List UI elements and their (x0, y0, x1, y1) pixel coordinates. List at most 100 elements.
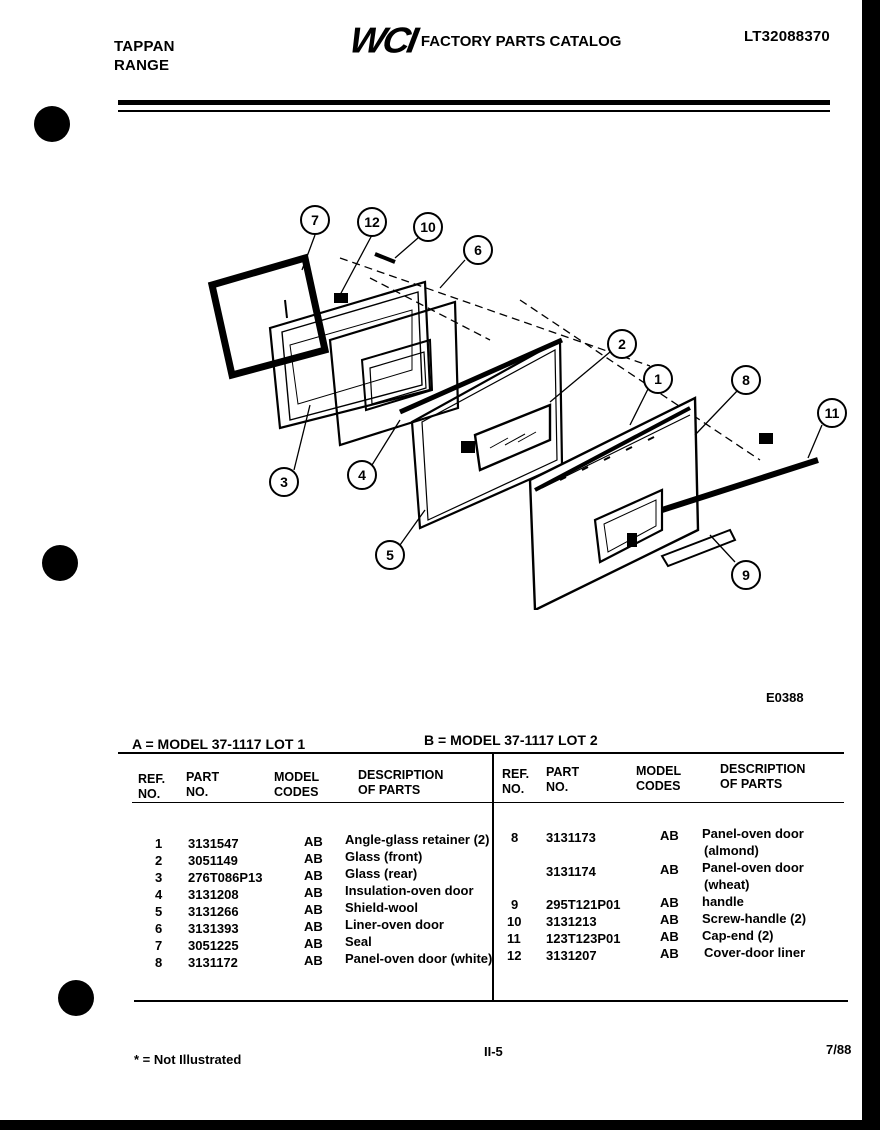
model-b-label: B = MODEL 37-1117 LOT 2 (424, 732, 598, 748)
left-row-4-desc: Insulation-oven door (345, 883, 474, 898)
right-row-3-part: 295T121P01 (546, 897, 621, 912)
table-top-rule (118, 752, 844, 754)
right-row-6-codes: AB (660, 946, 679, 961)
callout-10: 10 (413, 212, 443, 242)
left-row-3-part: 276T086P13 (188, 870, 263, 885)
right-row-5-codes: AB (660, 929, 679, 944)
catalog-heading: WCI FACTORY PARTS CATALOG (346, 21, 622, 61)
callout-9-label: 9 (742, 567, 750, 583)
right-row-5-ref: 11 (507, 931, 521, 946)
left-row-8-part: 3131172 (188, 955, 238, 970)
right-row-6-part: 3131207 (546, 948, 597, 963)
right-row-3-codes: AB (660, 895, 679, 910)
exploded-oven-door-diagram: 7 12 10 6 2 1 8 11 3 4 5 9 (207, 205, 847, 610)
left-row-1-desc: Angle-glass retainer (2) (345, 832, 490, 847)
left-row-1-part: 3131547 (188, 836, 239, 851)
callout-7-label: 7 (311, 212, 319, 228)
callout-7: 7 (300, 205, 330, 235)
callout-11: 11 (817, 398, 847, 428)
left-row-6-ref: 6 (155, 921, 163, 936)
callout-1: 1 (643, 364, 673, 394)
right-row-5-desc: Cap-end (2) (702, 928, 774, 943)
left-row-6-part: 3131393 (188, 921, 239, 936)
callout-3: 3 (269, 467, 299, 497)
not-illustrated-note: * = Not Illustrated (134, 1052, 242, 1067)
left-row-8-desc: Panel-oven door (white) (345, 951, 493, 966)
screw-liner (284, 299, 288, 319)
left-row-8-codes: AB (304, 953, 323, 968)
left-row-8-ref: 8 (155, 955, 163, 970)
left-row-4-codes: AB (304, 885, 323, 900)
screw-handle (627, 533, 637, 547)
callout-10-label: 10 (420, 219, 436, 235)
scan-edge-bottom (0, 1120, 880, 1130)
callout-2-label: 2 (618, 336, 626, 352)
brand-line-1: TAPPAN (114, 38, 175, 55)
left-row-3-desc: Glass (rear) (345, 866, 418, 881)
callout-9: 9 (731, 560, 761, 590)
callout-3-label: 3 (280, 474, 288, 490)
header-rule-thick (118, 100, 830, 105)
glass-shield-assembly (410, 338, 564, 530)
callout-12-label: 12 (364, 214, 380, 230)
figure-code: E0388 (766, 690, 804, 705)
right-row-5-part: 123T123P01 (546, 931, 621, 946)
callout-6: 6 (463, 235, 493, 265)
catalog-title: FACTORY PARTS CATALOG (420, 32, 622, 50)
right-row-2-codes: AB (660, 862, 679, 877)
left-row-3-ref: 3 (155, 870, 163, 885)
handle-bar (660, 528, 737, 568)
left-row-2-part: 3051149 (188, 853, 238, 868)
callout-1-label: 1 (654, 371, 662, 387)
left-row-1-ref: 1 (155, 836, 163, 851)
callout-6-label: 6 (474, 242, 482, 258)
revision-date: 7/88 (826, 1042, 852, 1057)
left-row-1-codes: AB (304, 834, 323, 849)
left-row-4-ref: 4 (155, 887, 163, 902)
punch-hole-top (34, 106, 70, 142)
left-row-5-desc: Shield-wool (345, 900, 418, 915)
left-row-2-desc: Glass (front) (345, 849, 423, 864)
page-number: II-5 (484, 1044, 503, 1059)
left-row-5-ref: 5 (155, 904, 163, 919)
right-col-desc-header: DESCRIPTION OF PARTS (720, 762, 806, 791)
callout-bubbles: 7 12 10 6 2 1 8 11 3 4 5 9 (269, 205, 847, 590)
right-col-part-header: PART NO. (546, 765, 580, 794)
right-row-2-desc-2: (wheat) (704, 877, 750, 892)
callout-8-label: 8 (742, 372, 750, 388)
callout-8: 8 (731, 365, 761, 395)
right-row-4-part: 3131213 (546, 914, 597, 929)
left-row-5-codes: AB (304, 902, 323, 917)
brand-line-2: RANGE (114, 57, 170, 74)
right-row-3-desc: handle (702, 894, 744, 909)
model-a-label: A = MODEL 37-1117 LOT 1 (132, 736, 306, 752)
seal-gasket (207, 253, 330, 380)
scan-edge-right (862, 0, 880, 1130)
left-row-6-codes: AB (304, 919, 323, 934)
header-rule-thin (118, 110, 830, 112)
callout-11-label: 11 (825, 405, 840, 421)
table-divider (492, 752, 494, 1002)
callout-5: 5 (375, 540, 405, 570)
left-row-3-codes: AB (304, 868, 323, 883)
door-handle (661, 457, 819, 513)
callout-12: 12 (357, 207, 387, 237)
left-row-7-codes: AB (304, 936, 323, 951)
left-col-desc-header: DESCRIPTION OF PARTS (358, 768, 444, 797)
right-row-4-codes: AB (660, 912, 679, 927)
outer-door-panel (528, 396, 700, 610)
left-row-7-ref: 7 (155, 938, 163, 953)
right-row-1-ref: 8 (511, 830, 519, 845)
right-row-4-desc: Screw-handle (2) (702, 911, 807, 926)
callout-4-label: 4 (358, 467, 366, 483)
left-row-7-part: 3051225 (188, 938, 239, 953)
left-row-2-codes: AB (304, 851, 323, 866)
end-cap-11 (759, 433, 773, 444)
table-header-rule (132, 802, 844, 803)
right-row-2-part: 3131174 (546, 864, 596, 879)
left-col-model-header: MODEL CODES (274, 770, 320, 799)
retainer-top (398, 337, 564, 415)
callout-5-label: 5 (386, 547, 394, 563)
right-col-model-header: MODEL CODES (636, 764, 682, 793)
right-row-6-desc: Cover-door liner (704, 945, 806, 960)
